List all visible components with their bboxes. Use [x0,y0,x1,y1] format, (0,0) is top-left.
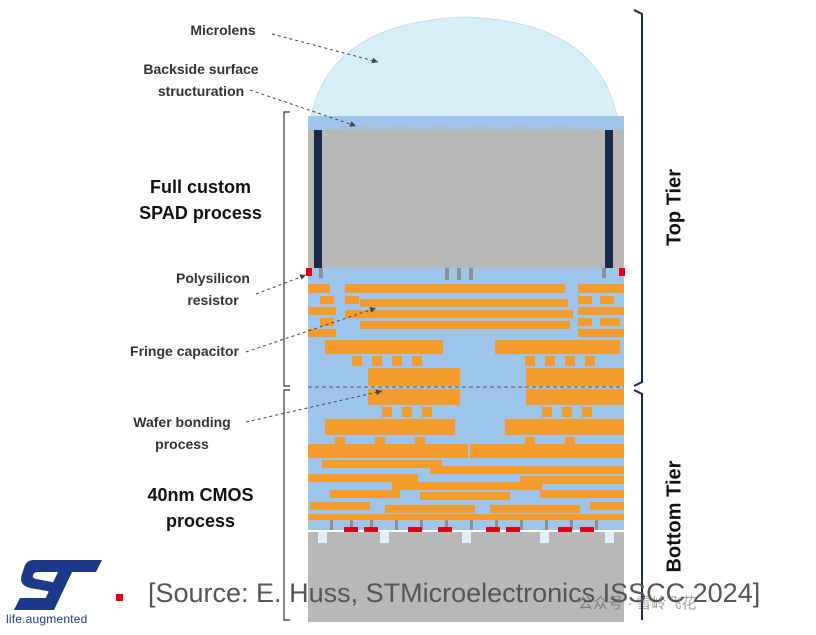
sti-wells [318,532,614,543]
metal-bottom-tier [308,389,624,520]
arrow-wafer-bonding [245,389,383,423]
label-top-tier: Top Tier [663,168,686,247]
label-spad-process: Full custom SPAD process [139,177,262,223]
top-contacts [319,268,606,280]
label-wafer-bonding: Wafer bonding process [133,414,231,452]
arrow-fringe [245,307,377,353]
polysilicon-resistor-right [619,268,625,276]
arrow-polysilicon [255,274,307,295]
backside-teeth [343,126,587,132]
left-bracket-bottom [283,389,290,621]
st-logo-icon [14,560,102,610]
right-bracket-top [633,9,643,387]
bottom-silicon [308,532,624,622]
watermark-text: 公众号 · 雪岭飞花 [578,595,697,612]
label-backside-structuration: Backside surface structuration [143,61,259,99]
deep-trench-left [314,130,322,268]
arrow-microlens [271,33,379,64]
label-bottom-tier: Bottom Tier [663,460,686,573]
right-bracket-bottom [633,389,643,620]
label-polysilicon-resistor: Polysilicon resistor [176,270,250,308]
label-cmos-process: 40nm CMOS process [147,485,254,531]
deep-trench-right [605,130,613,268]
cmos-gates [344,527,594,532]
label-microlens: Microlens [190,22,256,38]
metal-top-tier [308,284,624,386]
label-fringe-capacitor: Fringe capacitor [130,343,239,359]
bullet-square [116,594,123,601]
arrow-backside [249,89,357,127]
left-bracket-top [283,111,290,387]
cmos-contacts [330,520,598,530]
logo-tagline: life.augmented [6,612,88,626]
microlens-shape [310,16,618,118]
source-citation: [Source: E. Huss, STMicroelectronics ISS… [148,578,761,608]
polysilicon-resistor-left [306,268,312,276]
spad-silicon [308,130,624,268]
